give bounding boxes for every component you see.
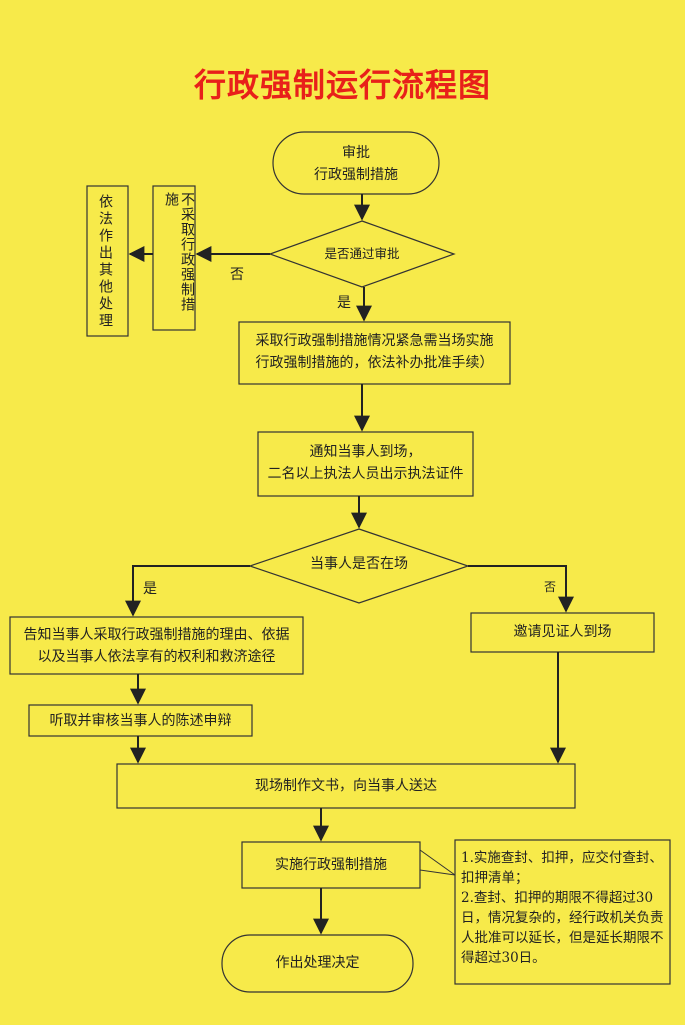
urgent-line1: 采取行政强制措施情况紧急需当场实施 (255, 333, 494, 349)
urgent-box (238, 321, 511, 385)
doc-box (116, 763, 576, 809)
not-take-box (152, 185, 196, 331)
approval-decision-shape (268, 220, 456, 288)
note-connector (419, 849, 456, 876)
edge-label-no-1: 否 (230, 267, 244, 283)
start-node-line1: 审批 (342, 145, 370, 161)
start-node-shape (272, 131, 440, 195)
approval-decision-label: 是否通过审批 (324, 246, 400, 261)
start-node-line2: 行政强制措施 (314, 167, 398, 183)
note-box (454, 839, 671, 985)
note-text: 1.实施查封、扣押，应交付查封、扣押清单； 2.查封、扣押的期限不得超过30日，… (461, 850, 664, 966)
urgent-node: 采取行政强制措施情况紧急需当场实施 行政强制措施的，依法补办批准手续） (239, 330, 510, 374)
inform-line2: 以及当事人依法享有的权利和救济途径 (37, 649, 276, 665)
decision-node-shape (221, 934, 414, 993)
not-take-label: 不采取行政强制措施 (163, 192, 195, 312)
inform-line1: 告知当事人采取行政强制措施的理由、依据 (23, 627, 290, 643)
notify-box (257, 431, 474, 497)
edge-present-no (468, 565, 574, 613)
inform-box (9, 616, 304, 675)
hear-box (28, 704, 253, 737)
implement-box (241, 841, 421, 889)
start-node: 审批 行政强制措施 (273, 142, 439, 186)
present-decision-shape (248, 528, 470, 604)
present-decision-label: 当事人是否在场 (310, 556, 408, 572)
other-handle-box (86, 185, 129, 337)
edge-label-yes-2: 是 (143, 581, 157, 597)
invite-box (470, 612, 655, 653)
notify-line1: 通知当事人到场， (309, 444, 422, 460)
edge-present-yes (125, 565, 250, 617)
hear-node: 听取并审核当事人的陈述申辩 (49, 713, 232, 729)
notify-line2: 二名以上执法人员出示执法证件 (267, 466, 464, 482)
invite-node: 邀请见证人到场 (513, 624, 612, 640)
doc-node: 现场制作文书，向当事人送达 (255, 778, 437, 794)
page-title: 行政强制运行流程图 (193, 66, 491, 104)
inform-node: 告知当事人采取行政强制措施的理由、依据 以及当事人依法享有的权利和救济途径 (10, 624, 303, 668)
edge-label-no-2: 否 (544, 580, 557, 594)
urgent-line2: 行政强制措施的，依法补办批准手续） (255, 355, 494, 371)
implement-node: 实施行政强制措施 (275, 857, 387, 873)
edge-label-yes-1: 是 (337, 295, 351, 311)
decision-node: 作出处理决定 (275, 955, 360, 971)
other-handle-label: 依法作出其他处理 (97, 194, 113, 330)
notify-node: 通知当事人到场， 二名以上执法人员出示执法证件 (258, 441, 473, 485)
